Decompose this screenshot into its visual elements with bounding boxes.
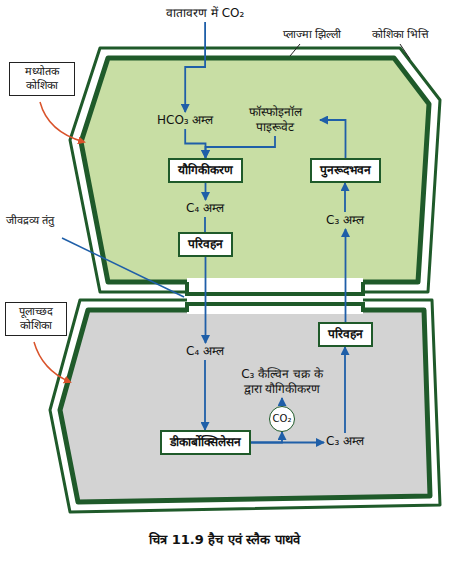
- plasmodesma: [187, 304, 363, 312]
- flow-arrow: [251, 432, 282, 443]
- node-text: C₄ अम्ल: [186, 344, 224, 359]
- cell-wall: [70, 48, 440, 292]
- node-text: C₃ कैल्विन चक्र के द्वारा यौगिकीकरण: [232, 367, 332, 397]
- compound-label: C₄ अम्ल: [184, 343, 226, 360]
- node-text: मध्योतक कोशिका: [14, 65, 70, 93]
- plasmodesma: [187, 278, 363, 314]
- flow-arrow: [320, 120, 346, 158]
- leader-line: [62, 238, 184, 297]
- process-label: C₃ कैल्विन चक्र के द्वारा यौगिकीकरण: [230, 366, 334, 398]
- leader-line: [290, 44, 300, 56]
- pointer-arrow: [34, 342, 70, 382]
- compound-label: फॉस्फोइनॉल पाइरूवेट: [230, 104, 320, 136]
- membrane-label: प्लाज्मा झिल्ली: [283, 28, 342, 41]
- leader-line: [400, 44, 410, 59]
- plasma-membrane: [60, 310, 430, 502]
- plasmodesma-label: जीवद्रव्य तंतु: [6, 214, 62, 227]
- atmosphere-label: वातावरण में CO₂: [164, 5, 246, 22]
- flow-arrow: [205, 257, 207, 343]
- cell-name-tag: पूलाच्छद कोशिका: [5, 302, 67, 336]
- node-text: डीकार्बोक्सिलेसन: [170, 435, 241, 450]
- node-text: HCO₃ अम्ल: [157, 113, 213, 128]
- flow-arrow: [185, 22, 205, 112]
- flow-arrow: [205, 183, 207, 200]
- flow-arrow: [204, 360, 206, 430]
- process-box: डीकार्बोक्सिलेसन: [160, 430, 251, 455]
- node-text: फॉस्फोइनॉल पाइरूवेट: [232, 105, 318, 135]
- process-box: परिवहन: [318, 322, 373, 347]
- node-text: C₃ अम्ल: [326, 434, 364, 449]
- node-text: C₄ अम्ल: [186, 201, 224, 216]
- flow-arrow: [344, 183, 346, 212]
- flow-arrow: [204, 217, 206, 232]
- node-text: पूलाच्छद कोशिका: [10, 305, 62, 333]
- node-text: परिवहन: [188, 237, 223, 252]
- node-text: C₃ अम्ल: [326, 213, 364, 228]
- compound-label: C₃ अम्ल: [324, 433, 366, 450]
- figure-caption: चित्र 11.9 हैच एवं स्लैक पाथवे: [0, 530, 449, 548]
- co2-circle: CO₂: [269, 406, 295, 432]
- node-text: CO₂: [273, 413, 292, 426]
- wall-label: कोशिका भित्ति: [372, 28, 430, 41]
- compound-label: C₄ अम्ल: [184, 200, 226, 217]
- flow-arrow: [345, 229, 347, 322]
- compound-label: HCO₃ अम्ल: [155, 112, 215, 129]
- node-text: यौगिकीकरण: [178, 163, 233, 178]
- plasmodesma: [187, 282, 363, 294]
- plasma-membrane: [81, 58, 429, 282]
- process-box: पुनरूदभवन: [310, 158, 381, 183]
- flow-arrow: [281, 398, 283, 406]
- process-box: परिवहन: [178, 232, 233, 257]
- compound-label: C₃ अम्ल: [324, 212, 366, 229]
- pointer-arrow: [40, 102, 84, 142]
- node-text: वातावरण में CO₂: [166, 6, 244, 21]
- node-text: परिवहन: [328, 327, 363, 342]
- flow-arrow: [344, 347, 346, 433]
- flow-arrow: [206, 136, 276, 158]
- cell-wall: [50, 300, 440, 512]
- cell-name-tag: मध्योतक कोशिका: [9, 62, 75, 96]
- flow-arrow: [185, 129, 205, 158]
- process-box: यौगिकीकरण: [168, 158, 243, 183]
- node-text: पुनरूदभवन: [320, 163, 371, 178]
- flow-arrow: [251, 442, 324, 444]
